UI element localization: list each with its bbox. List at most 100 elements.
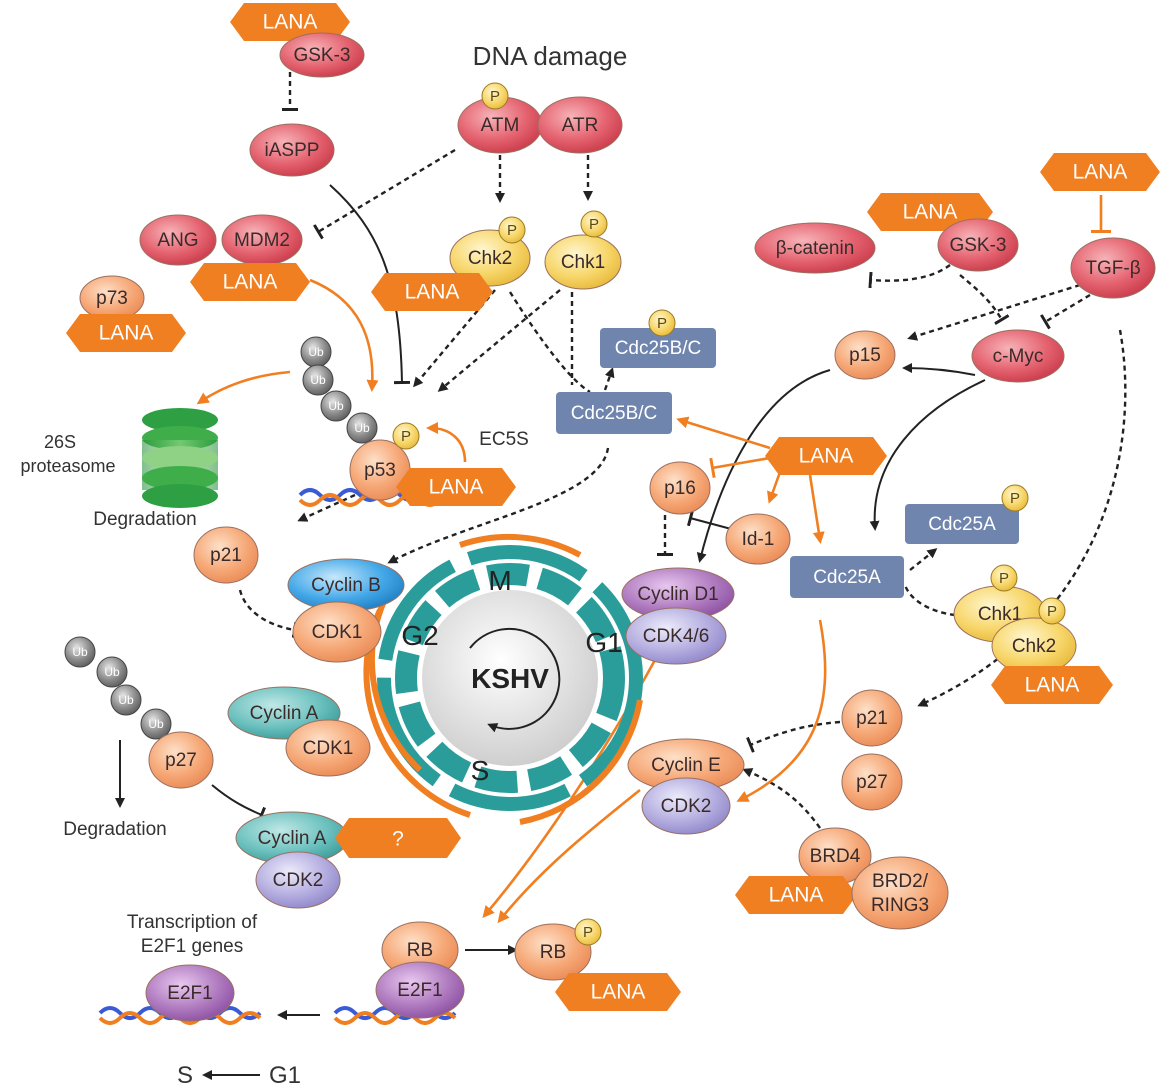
- g1-phase-label: G1: [269, 1062, 301, 1089]
- chk2-phospho-badge-label: P: [507, 222, 517, 239]
- mdm2-node: MDM2: [221, 214, 303, 266]
- lana-rb-node-label: LANA: [591, 981, 646, 1004]
- edge-atm-inhibit: [313, 148, 456, 240]
- cdc25bc-box-label: Cdc25B/C: [571, 403, 658, 424]
- chk1-right-node-label: Chk1: [978, 604, 1022, 625]
- lana-p53-node-label: LANA: [429, 476, 484, 499]
- edge-iaspp-p53: [329, 184, 411, 385]
- cycle-outer-ring: [377, 545, 643, 811]
- cdk46-node-label: CDK4/6: [643, 626, 710, 647]
- chk2-node: Chk2: [449, 229, 531, 287]
- bcatenin-node: β-catenin: [754, 222, 876, 274]
- ang-node-label: ANG: [157, 230, 198, 251]
- lana-p73-node-label: LANA: [99, 322, 154, 345]
- chk2-right-node: Chk2: [991, 617, 1077, 675]
- phase-s-label: S: [471, 755, 490, 786]
- atr-node: ATR: [537, 96, 623, 154]
- cycle-inner-ring: [395, 563, 625, 793]
- lana-chk-right-node: LANA: [991, 666, 1113, 704]
- lana-rb-node: LANA: [555, 973, 681, 1011]
- p73-node-label: p73: [96, 288, 128, 309]
- ub-p27-2: Ub: [96, 656, 128, 688]
- edge-chk-cdc25a: [903, 584, 956, 617]
- cdk1-a-node: CDK1: [285, 719, 371, 777]
- edge-brd4-cycline: [742, 768, 821, 829]
- ub-p27-3: Ub: [110, 684, 142, 716]
- rb-right-node: RB: [514, 923, 592, 981]
- ub-4: Ub: [346, 412, 378, 444]
- ub-3: Ub: [320, 390, 352, 422]
- p53-node-label: p53: [364, 460, 396, 481]
- brd4-node-label: BRD4: [810, 846, 861, 867]
- edge-p27-cyclina: [211, 784, 266, 823]
- lana-tgf-node: LANA: [1040, 153, 1160, 191]
- e2f1-mid-node: E2F1: [375, 961, 465, 1019]
- edge-ub-proteasome: [196, 370, 291, 405]
- chk2-right-node-label: Chk2: [1012, 636, 1056, 657]
- cell-cycle-wheel: KSHV M G1 S G2: [363, 533, 643, 825]
- cyclina-top-node-label: Cyclin A: [250, 703, 319, 724]
- rb-right-node-label: RB: [540, 942, 566, 963]
- edge-chk1-p53: [437, 289, 561, 392]
- cmyc-node-label: c-Myc: [993, 346, 1044, 367]
- p15-node-label: p15: [849, 345, 881, 366]
- iaspp-node: iASPP: [249, 123, 335, 177]
- atm-phospho-badge-label: P: [490, 88, 500, 105]
- orange-arc-top: [459, 533, 582, 558]
- lana-p73-node: LANA: [66, 314, 186, 352]
- chk2-right-phospho-badge: P: [1038, 597, 1066, 625]
- edge-gsk3-cmyc: [959, 274, 1010, 325]
- cdk1-a-node-label: CDK1: [303, 738, 354, 759]
- ring3-label: RING3: [871, 895, 929, 916]
- ec5s-label: EC5S: [479, 429, 529, 450]
- chk1-right-phospho-badge: P: [990, 564, 1018, 592]
- cdk2-a-node: CDK2: [255, 851, 341, 909]
- p21-right-node: p21: [841, 689, 903, 747]
- lana-chk-node: LANA: [371, 273, 493, 311]
- ang-node: ANG: [139, 214, 217, 266]
- question-mark-label: ?: [392, 828, 404, 851]
- orange-arc-right: [519, 699, 643, 825]
- rb-left-node-label: RB: [407, 940, 433, 961]
- ub-4-label: Ub: [354, 421, 370, 435]
- edge-tgfb-p21: [917, 329, 1127, 707]
- cmyc-node: c-Myc: [971, 329, 1065, 383]
- p21-left-node-label: p21: [210, 545, 242, 566]
- gsk3-right-node-label: GSK-3: [949, 235, 1006, 256]
- edge-p21-cdk1: [238, 589, 298, 639]
- edge-gsk3-bcatenin: [868, 264, 951, 289]
- chk1-phospho-badge: P: [580, 210, 608, 238]
- lana-gsk-node-label: LANA: [903, 201, 958, 224]
- iaspp-node-label: iASPP: [265, 140, 320, 161]
- cycle-direction-arrow: [469, 627, 561, 733]
- ub-p27-1-label: Ub: [72, 645, 88, 659]
- cdc25a-phospho-box-label: Cdc25A: [928, 514, 996, 535]
- p53-phospho-badge-label: P: [401, 428, 411, 445]
- brd2-ring3-node: BRD2/RING3: [851, 856, 949, 930]
- unknown-factor-node: ?: [335, 818, 461, 858]
- edge-lana-p53: [309, 278, 379, 392]
- e2f1-left-node: E2F1: [145, 964, 235, 1022]
- p27-left-node: p27: [148, 731, 214, 789]
- lana-p53-node: LANA: [396, 468, 516, 506]
- cycle-center: [422, 590, 598, 766]
- id1-node-label: Id-1: [742, 529, 775, 550]
- cycline-node: Cyclin E: [627, 738, 745, 792]
- edge-ec5s-p53: [426, 422, 467, 463]
- edge-cmyc-cdc25a: [869, 379, 986, 531]
- id1-node: Id-1: [725, 513, 791, 565]
- ub-p27-3-label: Ub: [118, 693, 134, 707]
- edge-lana-cdc25a: [808, 474, 825, 544]
- edge-cdc25a-phospho: [909, 548, 938, 571]
- chk1-node: Chk1: [544, 234, 622, 290]
- p73-node: p73: [79, 275, 145, 321]
- ub-p27-1: Ub: [64, 636, 96, 668]
- cdk1-b-node-label: CDK1: [312, 622, 363, 643]
- lana-top-node-label: LANA: [263, 11, 318, 34]
- rb-phospho-badge: P: [574, 918, 602, 946]
- lana-top-node: LANA: [230, 3, 350, 41]
- chk1-right-phospho-badge-label: P: [999, 570, 1009, 587]
- mdm2-node-label: MDM2: [234, 230, 290, 251]
- cdc25bc-phospho-badge-label: P: [657, 315, 667, 332]
